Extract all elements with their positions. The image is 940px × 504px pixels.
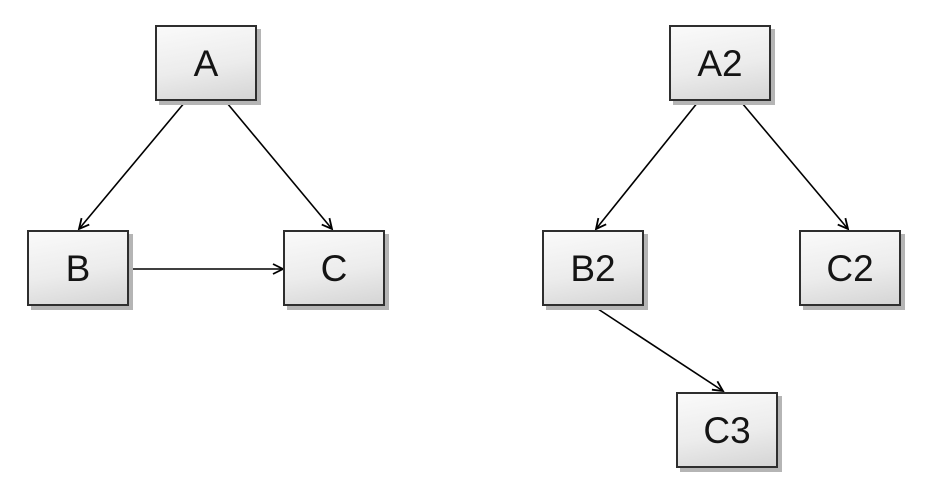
node-c3-label: C3 [703,409,751,451]
node-c2-label: C2 [826,247,874,289]
node-b-label: B [65,247,91,289]
node-c3[interactable]: C3 [676,392,778,468]
edge-a2-c2 [741,102,848,229]
node-c[interactable]: C [283,230,385,306]
node-b[interactable]: B [27,230,129,306]
edge-a-c [226,102,332,229]
node-c-label: C [320,247,348,289]
node-b2[interactable]: B2 [542,230,644,306]
node-a2[interactable]: A2 [669,25,771,101]
node-b2-label: B2 [570,247,616,289]
node-a2-label: A2 [697,42,743,84]
node-a-label: A [193,42,219,84]
edge-a2-b2 [596,101,699,229]
node-a[interactable]: A [155,25,257,101]
edge-a-b [79,101,186,229]
node-c2[interactable]: C2 [799,230,901,306]
edge-b2-c3 [594,306,723,391]
